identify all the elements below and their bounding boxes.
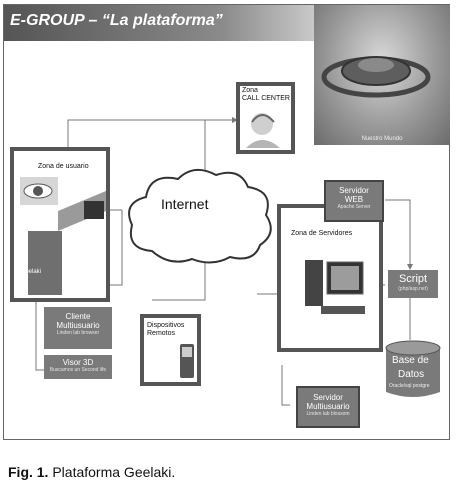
user-zone-label: Zona de usuario (38, 163, 89, 170)
database-icon (385, 340, 441, 397)
operator-icon (246, 113, 280, 148)
servidor-multiusuario-box: Servidor Multiusuario Linden lab blossom (296, 386, 360, 428)
script-box: Script (php/asp.net) (388, 270, 438, 298)
web-line2: WEB (344, 195, 364, 204)
call-center-label-2: CALL CENTER (242, 95, 290, 102)
remote-devices-box: Dispositivos Remotos (140, 314, 201, 386)
brand-label: geelaki (22, 269, 42, 275)
figure-caption: Fig. 1. Plataforma Geelaki. (8, 464, 175, 480)
server-zone-box: Zona de Servidores (277, 204, 383, 352)
visor-3d-box: Visor 3D Buscamos un Second life (44, 355, 112, 379)
user-workstation-icon (20, 177, 106, 295)
server-zone-label: Zona de Servidores (291, 230, 353, 237)
web-sub: Apache Server (337, 204, 371, 210)
web-line1: Servidor (339, 186, 369, 195)
diagram-title: E-GROUP – “La plataforma” (10, 12, 223, 29)
script-sub: (php/asp.net) (398, 286, 428, 292)
multi-sub: Linden lab blossom (306, 411, 350, 417)
call-center-box: Zona CALL CENTER (236, 82, 295, 154)
cliente-sub: Linden lab browser (56, 330, 100, 336)
devices-label-1: Dispositivos (147, 322, 185, 329)
cliente-line2: Multiusuario (56, 321, 100, 330)
user-zone-box: Zona de usuario geelaki (10, 147, 110, 302)
ring-structure-icon (321, 56, 431, 98)
database-sub: Oracle/sql postgre (389, 383, 430, 389)
multi-line1: Servidor (313, 393, 343, 402)
multi-line2: Multiusuario (306, 402, 350, 411)
figure-caption-text: Plataforma Geelaki. (52, 464, 176, 480)
mobile-phone-icon (180, 344, 194, 378)
figure-caption-prefix: Fig. 1. (8, 464, 49, 480)
database-line1: Base de (392, 355, 429, 366)
visor-line1: Visor 3D (62, 358, 94, 367)
servidor-web-box: Servidor WEB Apache Server (324, 180, 384, 222)
server-computer-icon (305, 260, 365, 314)
script-label: Script (398, 273, 428, 285)
cliente-multiusuario-box: Cliente Multiusuario Linden lab browser (44, 307, 112, 349)
earth-caption: Nuestro Mundo (361, 136, 403, 142)
call-center-label-1: Zona (242, 87, 258, 94)
internet-label: Internet (161, 196, 209, 212)
title-bar: E-GROUP – “La plataforma” (4, 5, 314, 41)
devices-label-2: Remotos (147, 330, 176, 337)
cliente-line1: Cliente (65, 312, 91, 321)
database-line2: Datos (398, 369, 425, 380)
earth-photo: Nuestro Mundo (314, 5, 450, 145)
visor-sub: Buscamos un Second life (49, 367, 107, 373)
internet-cloud-icon (128, 168, 272, 264)
